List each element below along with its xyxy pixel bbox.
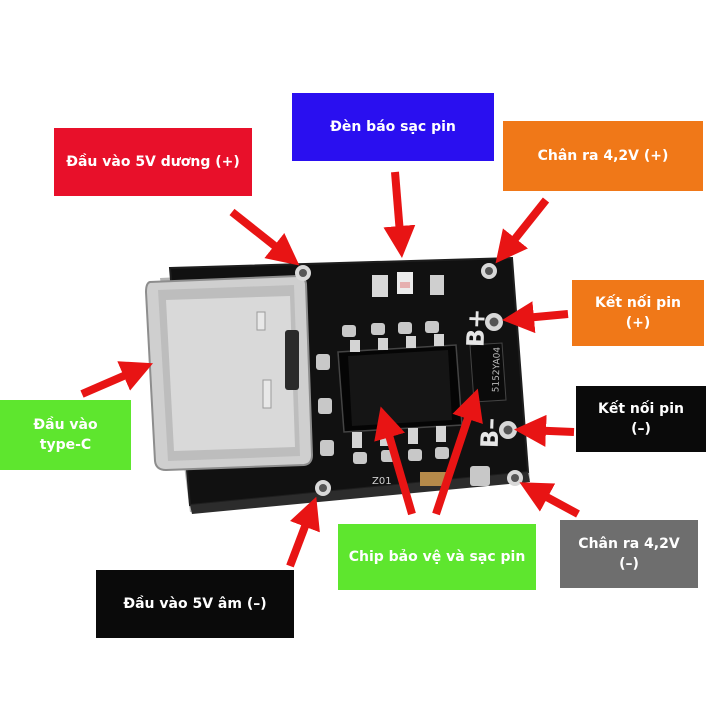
chip-marking: 5152YA04 (491, 347, 503, 393)
bottom-pad-row (353, 447, 490, 486)
arrows (80, 171, 580, 568)
arrow-bat-negative (514, 414, 575, 447)
label-charge-led-text: Đèn báo sạc pin (330, 118, 456, 135)
bat-positive-hole (485, 313, 503, 331)
label-bat-positive-line1: Kết nối pin (595, 294, 681, 311)
top-pad-row (342, 321, 439, 337)
label-bat-positive: Kết nối pin (+) (572, 280, 704, 346)
b-minus-silkscreen: B– (476, 417, 505, 448)
label-out-positive: Chân ra 4,2V (+) (503, 121, 703, 191)
input-negative-hole (315, 480, 331, 496)
charge-led-pads (372, 272, 444, 297)
label-type-c-line2: type-C (39, 437, 92, 453)
label-bat-negative: Kết nối pin (–) (576, 386, 706, 452)
label-type-c-line1: Đầu vào (33, 416, 98, 433)
input-positive-hole (295, 265, 311, 281)
arrow-out-negative (519, 482, 580, 518)
bat-negative-hole (499, 421, 517, 439)
arrow-chip-left (374, 406, 416, 516)
arrow-chip-right (432, 388, 483, 516)
label-bat-positive-line2: (+) (625, 315, 651, 331)
label-type-c: Đầu vào type-C (0, 400, 131, 470)
label-input-negative-text: Đầu vào 5V âm (–) (123, 595, 267, 612)
arrow-bat-positive (502, 301, 569, 334)
arrow-out-positive (495, 197, 550, 264)
left-pad-column (316, 354, 334, 456)
label-out-negative: Chân ra 4,2V (–) (560, 520, 698, 588)
out-positive-hole (481, 263, 497, 279)
arrow-type-c (80, 361, 154, 398)
dw01-chip (469, 342, 507, 403)
arrow-input-positive (229, 208, 300, 266)
out-negative-hole (507, 470, 523, 486)
usb-c-connector (144, 274, 314, 472)
arrow-input-negative (286, 496, 320, 568)
label-chip: Chip bảo vệ và sạc pin (338, 524, 536, 590)
label-input-positive-text: Đầu vào 5V dương (+) (66, 153, 240, 170)
label-out-positive-text: Chân ra 4,2V (+) (537, 147, 669, 164)
label-out-negative-text: Chân ra 4,2V (–) (578, 535, 680, 572)
resistor-code: Z01 (372, 476, 392, 487)
label-input-negative: Đầu vào 5V âm (–) (96, 570, 294, 638)
label-bat-negative-line2: (–) (631, 421, 651, 437)
label-input-positive: Đầu vào 5V dương (+) (54, 128, 252, 196)
label-chip-text: Chip bảo vệ và sạc pin (348, 548, 526, 565)
label-bat-negative-line1: Kết nối pin (598, 400, 684, 417)
b-plus-silkscreen: B+ (462, 308, 491, 347)
label-charge-led: Đèn báo sạc pin (292, 93, 494, 161)
arrow-charge-led (383, 171, 416, 258)
